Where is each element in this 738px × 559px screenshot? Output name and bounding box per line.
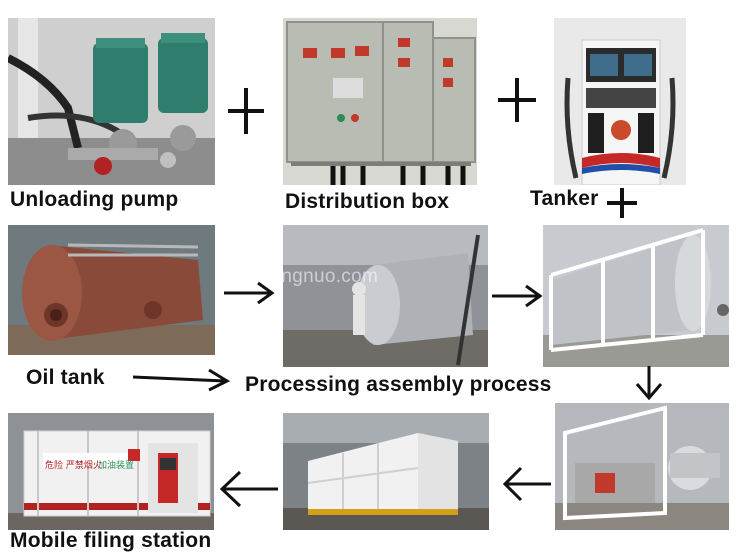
mobile-station-photo [8,413,214,530]
arrow-right-icon [224,281,275,305]
watermark: taianyongnuo.com [218,266,379,287]
oil-tank-label: Oil tank [26,366,105,389]
container-assembly-photo [283,413,489,530]
processing-welding-photo [283,225,488,367]
processing-frame-photo [543,225,729,367]
plus-icon [607,188,637,218]
processing-label: Processing assembly process [245,373,552,396]
tanker-label: Tanker [530,187,599,210]
plus-icon [498,78,536,122]
oil-tank-photo [8,225,215,355]
unloading-pump-label: Unloading pump [10,188,179,211]
mobile-station-label: Mobile filing station [10,529,212,552]
arrow-right-icon [492,284,543,308]
arrow-down-icon [634,366,664,401]
tank-in-frame-photo [555,403,729,530]
distribution-box-label: Distribution box [285,190,450,213]
arrow-right-icon [132,368,231,392]
unloading-pump-photo [8,18,215,185]
arrow-left-icon [502,466,551,502]
tanker-dispenser-photo [554,18,686,185]
distribution-box-photo [283,18,477,185]
station-sign-fueling: 加油装置 [98,461,135,471]
arrow-left-icon [219,470,278,508]
plus-icon [228,88,264,134]
station-sign-warning: 危险 严禁烟火 [45,461,102,471]
